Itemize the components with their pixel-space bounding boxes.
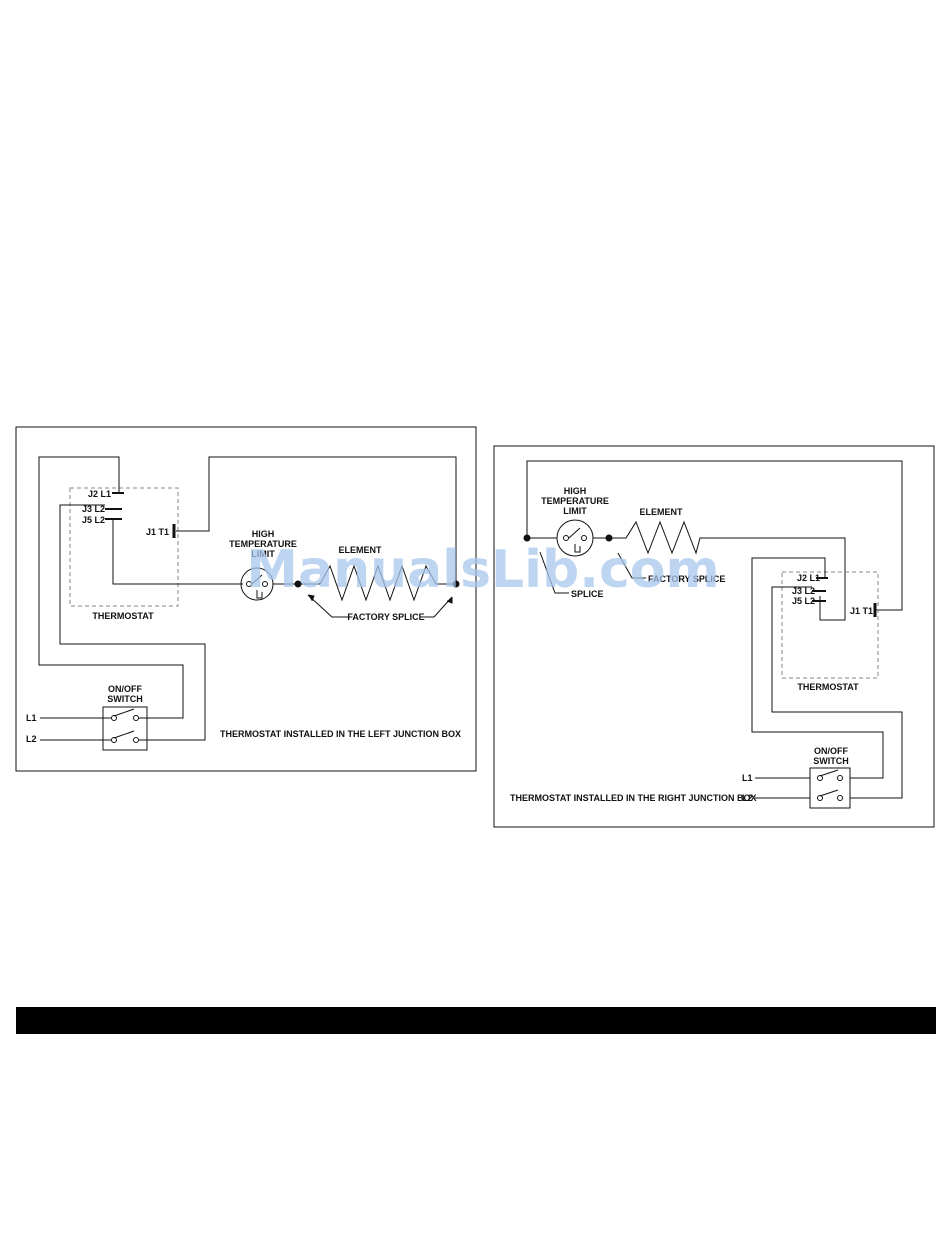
right-terminal-j3-label: J3 L2 <box>792 586 815 596</box>
right-wiring-diagram <box>493 445 935 828</box>
left-thermostat-label: THERMOSTAT <box>92 611 154 621</box>
left-high-limit-label-3: LIMIT <box>251 549 275 559</box>
right-wire-l1 <box>751 557 884 779</box>
right-diagram-frame <box>493 445 935 828</box>
right-switch-label-1: ON/OFF <box>814 746 848 756</box>
right-thermostat-label: THERMOSTAT <box>797 682 859 692</box>
left-terminal-j1-label: J1 T1 <box>146 527 169 537</box>
left-wire-j1-to-splice <box>176 456 457 584</box>
right-wire-l2 <box>771 586 903 799</box>
right-switch-l1-label: L1 <box>742 773 753 783</box>
right-caption: THERMOSTAT INSTALLED IN THE RIGHT JUNCTI… <box>510 793 757 803</box>
left-element-symbol <box>298 564 456 602</box>
left-wire-j5-to-limit <box>112 519 243 585</box>
right-splice-dot <box>523 534 531 542</box>
right-high-limit-label-1: HIGH <box>564 486 587 496</box>
right-switch-l2-label: L2 <box>742 793 753 803</box>
right-terminal-j2-label: J2 L1 <box>797 573 820 583</box>
left-switch-box <box>102 706 148 751</box>
left-high-limit-label-1: HIGH <box>252 529 275 539</box>
right-terminal-j1-label: J1 T1 <box>850 606 873 616</box>
left-switch-l1-label: L1 <box>26 713 37 723</box>
left-terminal-j5-label: J5 L2 <box>82 515 105 525</box>
right-thermostat-box <box>781 571 879 679</box>
left-switch-l2-label: L2 <box>26 734 37 744</box>
left-high-limit-label-2: TEMPERATURE <box>229 539 297 549</box>
right-element-symbol <box>609 520 846 621</box>
right-switch-label-2: SWITCH <box>813 756 849 766</box>
left-splice-pointer-1 <box>307 594 348 618</box>
right-wire-top <box>526 460 903 611</box>
right-factory-splice-pointer <box>617 552 646 579</box>
footer-bar <box>16 1007 936 1034</box>
left-switch-label-2: SWITCH <box>107 694 143 704</box>
right-high-limit-label-2: TEMPERATURE <box>541 496 609 506</box>
left-thermostat-box <box>69 487 179 607</box>
left-factory-splice-label: FACTORY SPLICE <box>347 612 424 622</box>
right-high-limit-label-3: LIMIT <box>563 506 587 516</box>
left-splice-pointer-2 <box>420 596 453 618</box>
left-diagram-frame <box>15 426 477 772</box>
right-terminal-j5-label: J5 L2 <box>792 596 815 606</box>
left-terminal-j2-label: J2 L1 <box>88 489 111 499</box>
right-switch-box <box>809 767 851 809</box>
left-wire-l2 <box>59 504 206 741</box>
left-terminal-j3-label: J3 L2 <box>82 504 105 514</box>
right-splice-label: SPLICE <box>571 589 604 599</box>
right-factory-splice-label: FACTORY SPLICE <box>648 574 725 584</box>
left-caption: THERMOSTAT INSTALLED IN THE LEFT JUNCTIO… <box>220 729 461 739</box>
watermark: ManualsLib.com <box>246 540 719 600</box>
left-wire-l1 <box>38 456 184 719</box>
left-switch-label-1: ON/OFF <box>108 684 142 694</box>
left-wiring-diagram <box>15 426 477 772</box>
right-element-label: ELEMENT <box>639 507 683 517</box>
right-splice-pointer <box>539 551 569 594</box>
left-element-label: ELEMENT <box>338 545 382 555</box>
